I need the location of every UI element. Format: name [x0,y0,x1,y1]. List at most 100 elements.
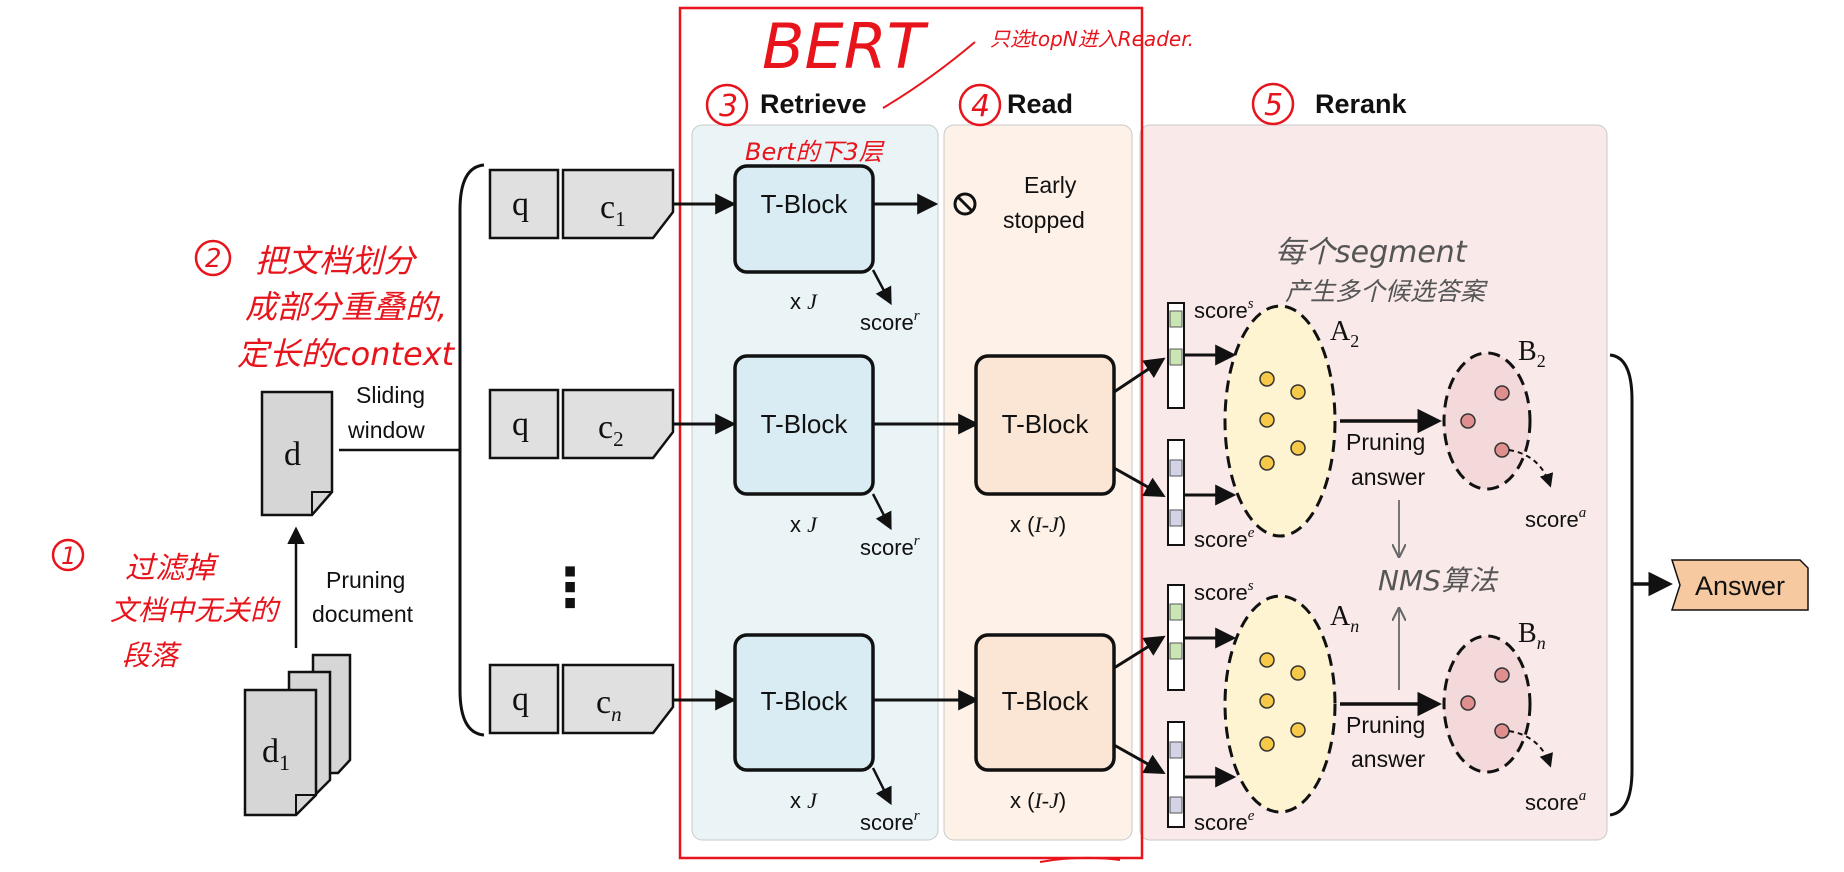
svg-text:answer: answer [1351,464,1425,490]
answer-label: Answer [1695,571,1785,601]
annotation-circle-3 [705,83,749,127]
early-stopped: Early stopped [953,172,1085,233]
annotation-note2-line1: 把文档划分 [255,242,418,280]
svg-text:Pruning: Pruning [1346,429,1425,455]
svg-text:answer: answer [1351,746,1425,772]
read-tblock [974,354,1116,496]
bert-annotation-box [678,6,1144,860]
sliding-window-label-2: window [347,417,425,443]
segment-row-1: q c1 [488,168,675,240]
svg-text:x J: x J [790,289,818,314]
svg-text:T-Block: T-Block [761,409,849,439]
svg-text:2: 2 [205,244,222,274]
stop-icon [953,192,977,216]
rerank-group-n: scores scoree An Pruning answer Bn score… [1167,578,1586,835]
svg-text:Pruning: Pruning [1346,712,1425,738]
annotation-segment-line2: 产生多个候选答案 [1285,277,1488,306]
retrieve-row-n: T-Block x J scorer [733,633,980,835]
segment-row-2: q c2 [488,388,675,460]
svg-text:scoree: scoree [1194,808,1255,835]
document-d1-label: d1 [262,733,290,775]
annotation-circle-1 [51,538,85,572]
svg-text:scorer: scorer [860,533,920,560]
svg-text:Early: Early [1024,172,1077,198]
annotation-note1-line2: 文档中无关的 [110,594,281,627]
svg-text:T-Block: T-Block [761,686,849,716]
context-box [561,168,675,240]
svg-text:An: An [1330,601,1359,636]
context-box [561,388,675,460]
annotation-topn-leader [882,41,976,109]
annotation-topn: 只选topN进入Reader. [990,27,1194,51]
pruned-answers-ellipse [1442,634,1532,774]
svg-text:scores: scores [1194,296,1254,323]
stage-title-rerank: Rerank [1315,89,1408,119]
annotation-circle-4 [958,83,1002,127]
annotation-bert: BERT [762,10,929,83]
query-box [488,663,560,735]
svg-text:c1: c1 [600,189,626,231]
svg-text:3: 3 [719,89,738,124]
rerank-group-2: scores scoree A2 Pruning answer B2 score… [1167,296,1586,552]
sliding-window-label-1: Sliding [356,382,425,408]
annotation-note2-line2: 成部分重叠的, [245,288,447,326]
pruned-answers-ellipse [1442,351,1532,491]
svg-text:scorea: scorea [1525,505,1586,532]
start-score-bar [1167,302,1185,409]
annotation-circle-2 [194,239,232,277]
svg-text:A2: A2 [1330,316,1359,351]
read-row-2: T-Block x (I-J) [974,354,1116,537]
svg-text:x (I-J): x (I-J) [1010,512,1066,537]
annotation-underline [1039,856,1121,863]
annotation-note1-line3: 段落 [122,639,182,672]
svg-text:stopped: stopped [1003,207,1085,233]
read-tblock [974,633,1116,772]
svg-text:T-Block: T-Block [1002,686,1090,716]
svg-text:scorer: scorer [860,808,920,835]
svg-text:5: 5 [1264,88,1283,123]
document-d-fold [311,491,332,515]
svg-text:q: q [512,406,529,443]
candidate-answers-ellipse [1223,304,1337,538]
document-d-label: d [284,436,301,473]
end-score-bar [1167,439,1185,546]
annotation-note1-line1: 过滤掉 [125,551,220,586]
svg-text:x J: x J [790,512,818,537]
annotation-circle-5 [1251,82,1295,126]
svg-text:T-Block: T-Block [761,189,849,219]
annotation-segment-line1: 每个segment [1275,235,1468,270]
start-score-bar [1167,584,1185,691]
svg-text:cn: cn [596,684,622,726]
retrieve-row-2: T-Block x J scorer [733,354,980,560]
svg-text:1: 1 [61,542,76,570]
stage-title-read: Read [1007,89,1073,119]
segment-row-n: q cn [488,663,675,735]
svg-text:scores: scores [1194,578,1254,605]
segments-brace [458,163,485,737]
read-row-n: T-Block x (I-J) [974,633,1116,813]
answer-box [1670,559,1809,611]
pruning-document-label-1: Pruning [326,567,405,593]
stage-title-retrieve: Retrieve [760,89,867,119]
annotation-note2-line3: 定长的context [237,335,456,373]
svg-text:scorea: scorea [1525,788,1586,815]
svg-text:B2: B2 [1518,336,1546,371]
svg-text:T-Block: T-Block [1002,409,1090,439]
end-score-bar [1167,721,1185,828]
context-box [561,663,675,735]
segments-ellipsis: ⋮ [543,558,597,618]
svg-text:4: 4 [971,89,990,124]
retrieve-tblock [733,633,875,772]
svg-text:c2: c2 [598,409,624,451]
document-d-icon [260,390,334,517]
svg-text:Bn: Bn [1518,618,1546,653]
svg-text:q: q [512,681,529,718]
svg-text:x J: x J [790,788,818,813]
query-box [488,168,560,240]
annotation-nms: NMS算法 [1378,564,1499,597]
pruning-document-label-2: document [312,601,414,627]
retrieve-row-1: T-Block x J scorer [733,164,939,335]
svg-text:scorer: scorer [860,308,920,335]
annotation-bert-layers: Bert的下3层 [745,138,886,166]
